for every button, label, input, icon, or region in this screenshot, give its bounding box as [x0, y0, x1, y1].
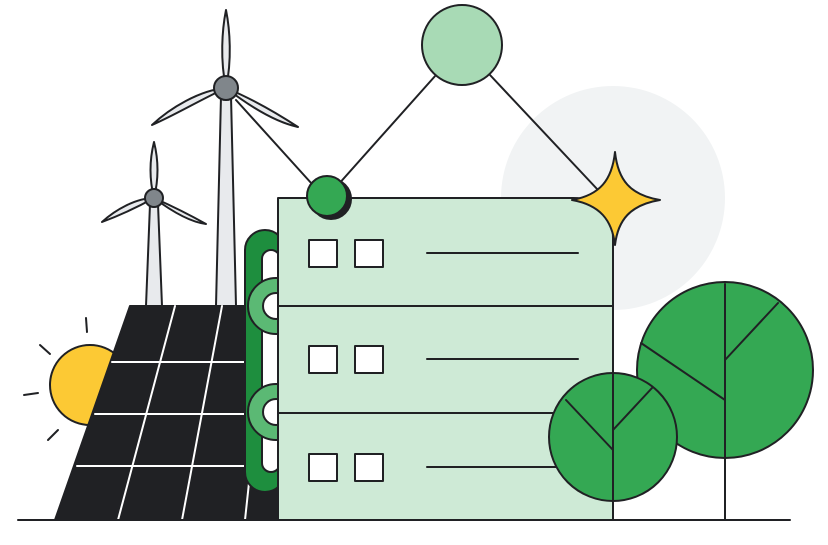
server-unit-2: [308, 345, 579, 374]
tree-large: [636, 281, 814, 521]
solar-panel: [54, 305, 283, 521]
green-node-circle: [306, 175, 352, 220]
wind-turbine-large: [151, 9, 299, 307]
tree-small: [548, 372, 678, 521]
network-lines: [235, 74, 599, 191]
sparkle-star-icon: [571, 151, 661, 246]
server-unit-1: [308, 239, 579, 268]
server-unit-3: [308, 453, 579, 482]
top-node-circle: [421, 4, 503, 86]
server-rack: [277, 197, 614, 521]
wind-turbine-small: [101, 141, 207, 307]
